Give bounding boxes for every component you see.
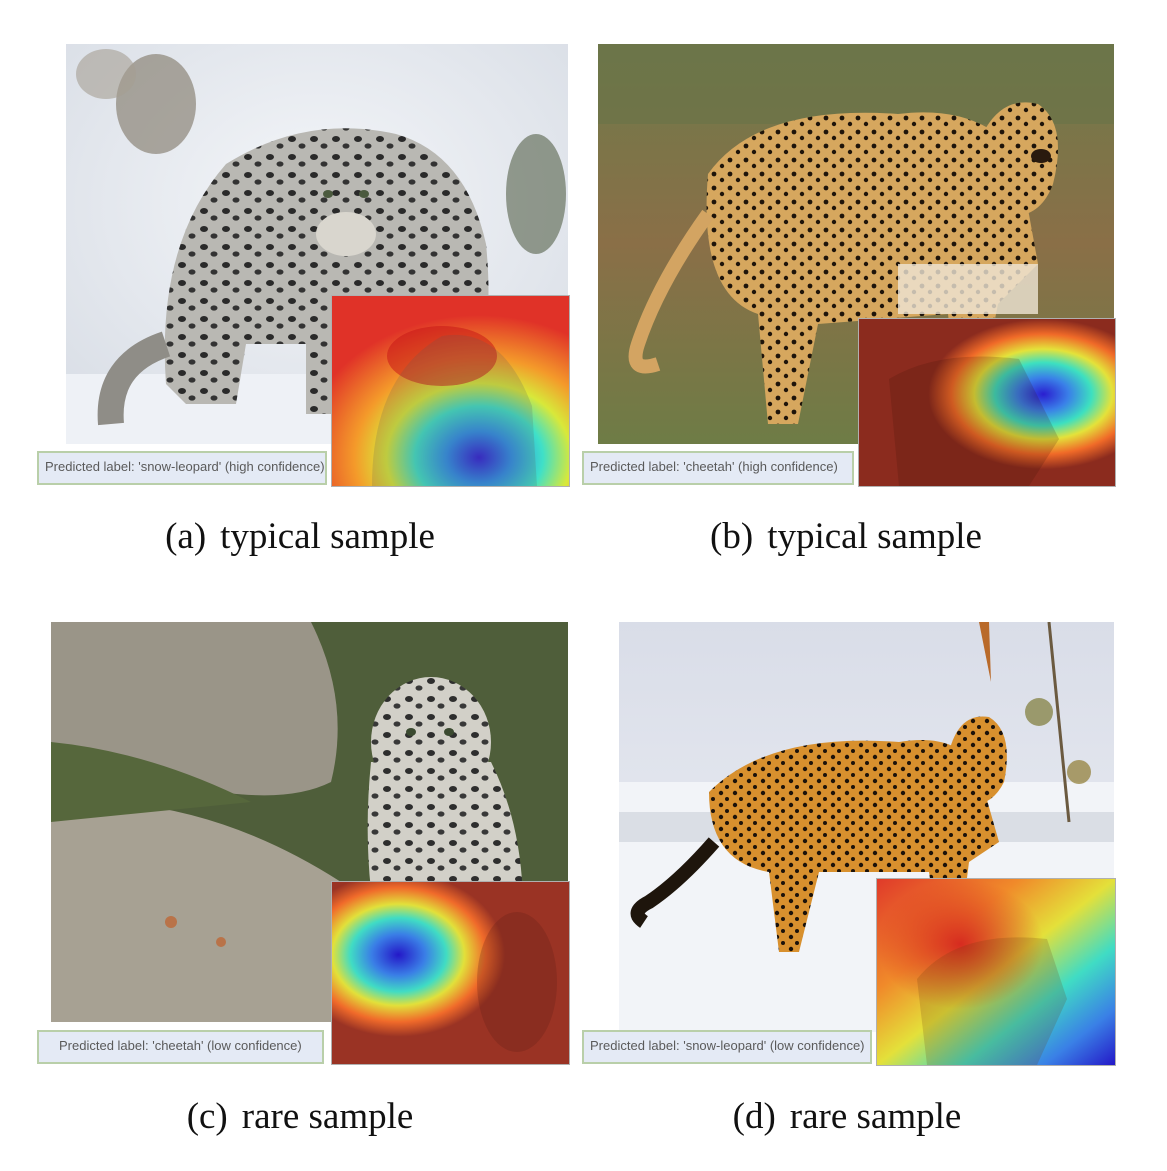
caption-a: (a) typical sample [100,515,500,558]
caption-a-text: typical sample [220,516,435,557]
heatmap-d [876,878,1116,1066]
predicted-label-d: Predicted label: 'snow-leopard' (low con… [582,1030,872,1064]
heatmap-c [331,881,570,1065]
caption-b: (b) typical sample [646,515,1046,558]
caption-a-tag: (a) [165,516,207,557]
caption-b-tag: (b) [710,516,754,557]
predicted-label-b: Predicted label: 'cheetah' (high confide… [582,451,854,485]
caption-c-tag: (c) [186,1096,228,1137]
caption-d: (d) rare sample [647,1095,1047,1138]
caption-d-tag: (d) [732,1096,776,1137]
predicted-label-c: Predicted label: 'cheetah' (low confiden… [37,1030,324,1064]
predicted-label-a: Predicted label: 'snow-leopard' (high co… [37,451,327,485]
caption-d-text: rare sample [789,1096,962,1137]
caption-c: (c) rare sample [100,1095,500,1138]
photo-c-snow-leopard-on-rocks [51,622,568,1022]
heatmap-b [858,318,1116,487]
heatmap-a [331,295,570,487]
caption-b-text: typical sample [767,516,982,557]
caption-c-text: rare sample [241,1096,414,1137]
